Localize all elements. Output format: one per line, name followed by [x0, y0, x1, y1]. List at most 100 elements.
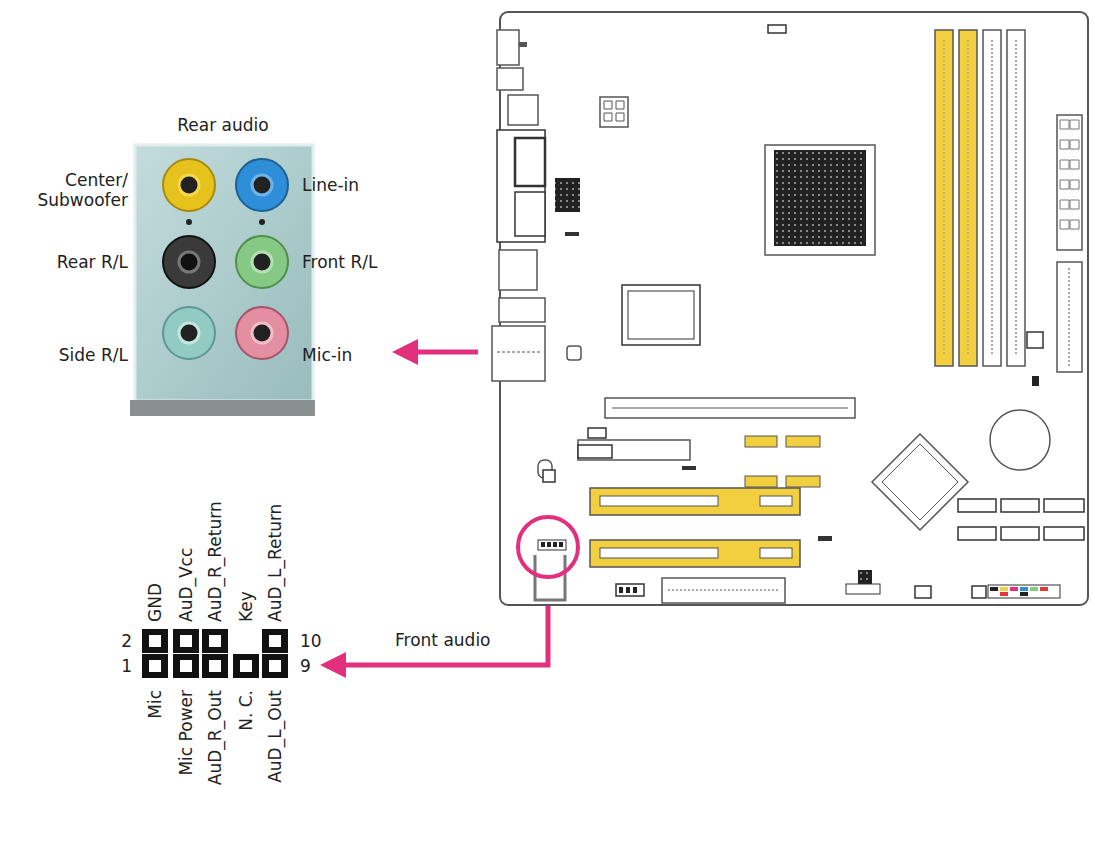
- ps2-port: [497, 68, 523, 90]
- pin-cell: [262, 629, 288, 653]
- front-audio-header: [538, 540, 566, 550]
- pin: [209, 635, 221, 647]
- jack-hole: [179, 252, 199, 272]
- northbridge-chip: [622, 285, 700, 345]
- pin-cell: [173, 629, 199, 653]
- pin-number: 10: [300, 631, 340, 651]
- jack-label: Front R/L: [302, 252, 422, 272]
- pin-name: AuD_Vcc: [176, 482, 196, 622]
- ps2-port: [497, 30, 519, 65]
- panel-dot: [186, 219, 192, 225]
- jack-hole: [179, 175, 199, 195]
- pci-slot: [590, 540, 800, 567]
- jack-hole: [252, 175, 272, 195]
- connector: [578, 445, 612, 458]
- pointer-line: [410, 350, 478, 355]
- memory-slot-detail: [992, 40, 993, 356]
- slot-detail: [600, 548, 718, 558]
- component: [567, 346, 581, 360]
- audio-jack: [163, 307, 215, 359]
- jack-label: Center/ Subwoofer: [20, 170, 128, 210]
- sata-connector: [1001, 499, 1039, 512]
- usb-port: [499, 250, 537, 290]
- connector-pins: [1060, 120, 1079, 229]
- pin-cell: [142, 654, 168, 678]
- pin: [269, 635, 281, 647]
- pin-name: AuD_R_Out: [205, 690, 225, 820]
- component: [682, 466, 696, 470]
- pointer-head: [392, 339, 418, 365]
- sata-connector: [958, 499, 996, 512]
- pin-number: 2: [108, 631, 132, 651]
- memory-slot: [935, 30, 953, 366]
- pin-cell: [142, 629, 168, 653]
- fan-header: [768, 25, 786, 33]
- cpu-socket: [765, 145, 875, 255]
- sata-connector: [958, 527, 996, 540]
- serial-port: [515, 192, 545, 236]
- component: [565, 232, 579, 236]
- audio-port: [492, 326, 545, 381]
- connector-pins: [604, 101, 624, 121]
- pin-cell: [202, 629, 228, 653]
- motherboard-outline: [500, 12, 1088, 605]
- pin-cell: [233, 654, 259, 678]
- ps2-port: [519, 42, 527, 47]
- audio-jack: [236, 159, 288, 211]
- pin: [180, 660, 192, 672]
- lan-port: [499, 298, 545, 322]
- connector-pins: [1010, 587, 1018, 591]
- pin: [149, 660, 161, 672]
- pci-slot: [590, 488, 800, 515]
- jumper: [786, 476, 820, 487]
- floppy-connector: [662, 578, 785, 603]
- vga-port: [515, 138, 545, 186]
- pin: [149, 635, 161, 647]
- panel-dot: [259, 219, 265, 225]
- jumper: [745, 476, 777, 487]
- memory-slot-detail: [968, 40, 969, 356]
- battery: [990, 410, 1050, 470]
- audio-jack: [163, 236, 215, 288]
- header: [846, 584, 880, 594]
- atx-power-connector: [1057, 115, 1082, 250]
- pin: [209, 660, 221, 672]
- highlight-circle: [518, 517, 578, 577]
- jack-hole: [252, 252, 272, 272]
- panel-bracket: [130, 400, 315, 416]
- connector-pins: [990, 587, 998, 591]
- pin: [240, 660, 252, 672]
- io-port: [508, 95, 538, 125]
- audio-panel-group: Rear audio: [133, 115, 313, 415]
- southbridge-chip: [872, 434, 968, 530]
- fan-header: [1027, 332, 1043, 348]
- jack-label: Side R/L: [20, 345, 128, 365]
- pcie-x16-slot: [605, 398, 855, 418]
- connector-pins: [1069, 268, 1070, 366]
- header: [972, 586, 986, 598]
- connector-pins: [619, 587, 637, 593]
- slot-detail: [600, 496, 718, 506]
- slot-detail: [760, 496, 792, 506]
- sata-connector: [1044, 499, 1084, 512]
- connector-pins: [1000, 592, 1008, 596]
- audio-jack: [236, 307, 288, 359]
- connector-pins: [1000, 587, 1008, 591]
- memory-slot: [959, 30, 977, 366]
- chip: [555, 178, 580, 212]
- serial-vga-port: [497, 130, 545, 242]
- jumper: [786, 436, 820, 447]
- header: [543, 470, 555, 482]
- memory-slot-detail: [1016, 40, 1017, 356]
- sata-connector: [1001, 527, 1039, 540]
- jack-label: Rear R/L: [20, 252, 128, 272]
- northbridge-chip: [628, 291, 694, 339]
- connector-pins: [1020, 587, 1028, 591]
- pin-number: 1: [108, 656, 132, 676]
- front-panel-header: [988, 585, 1060, 598]
- connector-pins: [1030, 587, 1038, 591]
- cpu-socket-pins: [774, 150, 866, 246]
- slot-detail: [760, 548, 792, 558]
